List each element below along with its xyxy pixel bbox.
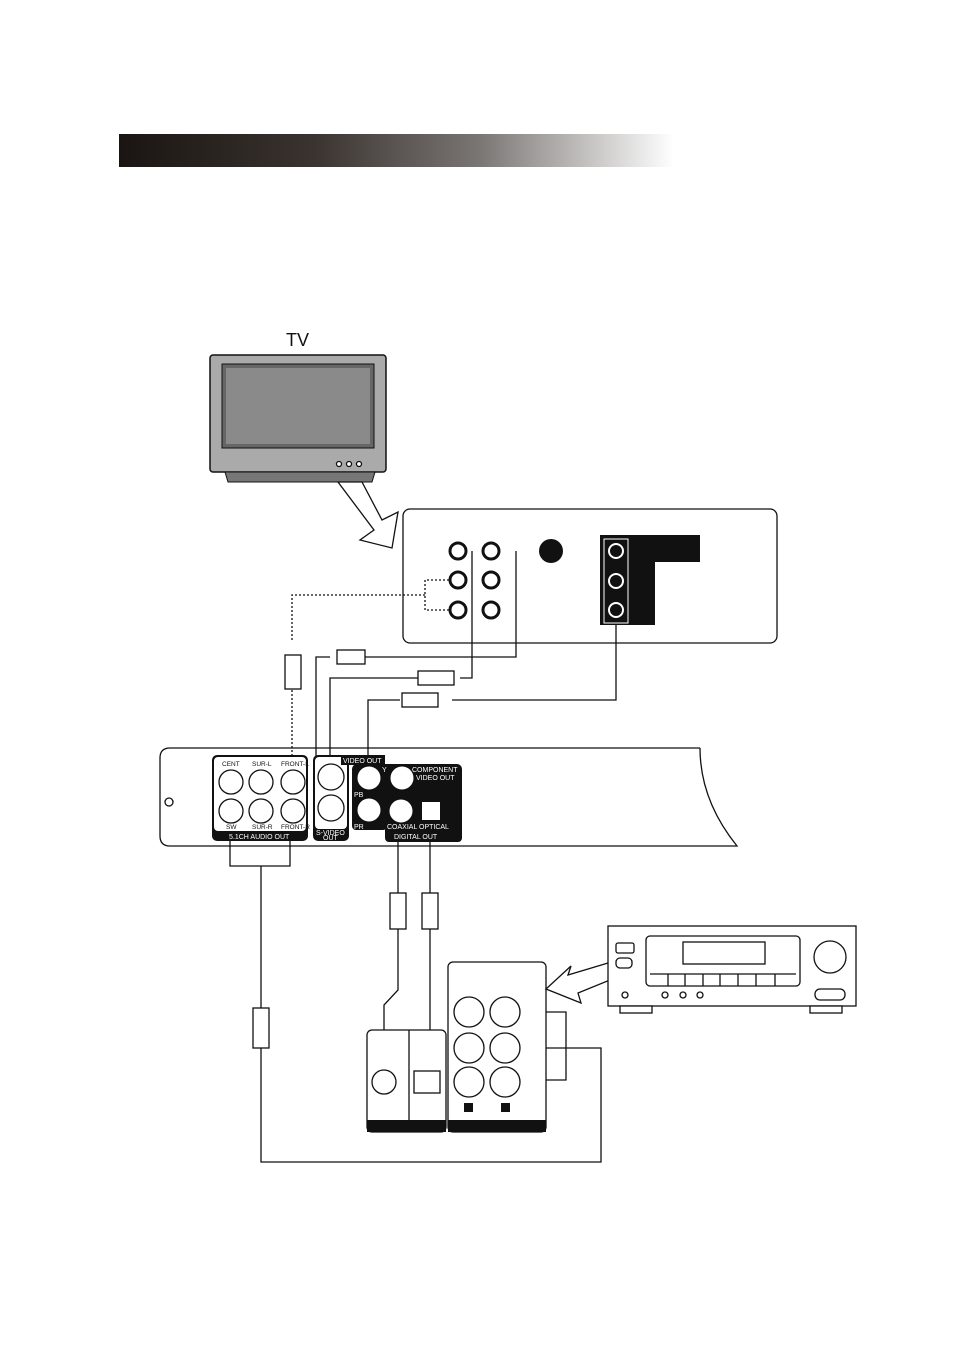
arrow-tv-to-panel [336,481,399,549]
tv-label: TV [286,330,309,350]
cables [229,551,617,1163]
digital-out-title: DIGITAL OUT [394,834,438,841]
audio-out-title: 5.1CH AUDIO OUT [229,834,290,841]
svideo-out-label-2: OUT [323,835,339,842]
optical-label: OPTICAL [419,824,449,831]
jack-label-front-r: FRONT-R [281,824,310,831]
av-receiver-illustration [607,925,857,1014]
component-video-label-1: COMPONENT [412,767,458,774]
jack-label-sw: SW [226,824,237,831]
jack-label-sur-r: SUR-R [252,824,273,831]
coaxial-label: COAXIAL [387,824,417,831]
jack-label-cent: CENT [222,761,240,768]
dvd-player-rear-panel: CENT SW SUR-L SUR-R FRONT-L FRONT-R 5.1C… [159,747,739,847]
tv-input-panel [291,508,778,644]
amplifier-input-panel [366,961,547,1133]
video-out-label: VIDEO OUT [343,758,382,765]
tv-illustration [209,354,387,483]
component-y-label: Y [382,767,387,774]
component-pr-label: PR [354,824,364,831]
component-pb-label: PB [354,792,364,799]
component-video-label-2: VIDEO OUT [416,775,455,782]
jack-label-sur-l: SUR-L [252,761,272,768]
svideo-out-label-1: S-VIDEO [316,830,345,837]
arrow-receiver-to-panel [544,962,611,1005]
jack-label-front-l: FRONT-L [281,761,309,768]
section-header-bar [119,134,674,167]
